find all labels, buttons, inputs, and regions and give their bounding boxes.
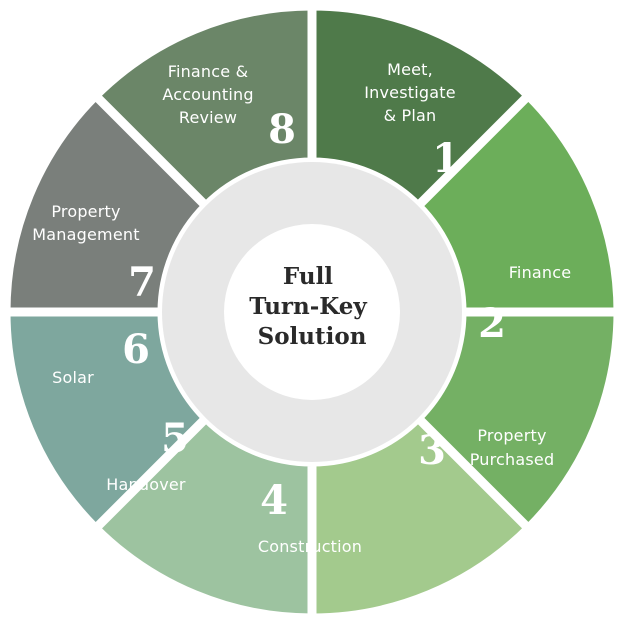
segment-label-line: Management [32, 225, 139, 244]
segment-6-label: Solar [52, 368, 94, 387]
segment-label-line: Property [51, 202, 120, 221]
segment-5-label: Handover [106, 475, 186, 494]
segment-label-line: Purchased [470, 450, 555, 469]
segment-label-line: Solar [52, 368, 94, 387]
segment-3-number: 3 [418, 427, 446, 474]
segment-6-number: 6 [122, 326, 150, 373]
segment-label-line: Property [477, 426, 546, 445]
segment-2-label: Finance [509, 263, 572, 282]
segment-label-line: & Plan [384, 106, 437, 125]
segment-4-label: Construction [258, 537, 362, 556]
segment-label-line: Meet, [387, 60, 433, 79]
segment-label-line: Accounting [162, 85, 253, 104]
center-title-line: Full [283, 263, 333, 290]
segment-1-number: 1 [432, 135, 460, 182]
center-title: Full Turn-Key Solution [249, 263, 375, 350]
segment-label-line: Finance [509, 263, 572, 282]
center-title-line: Turn-Key [249, 293, 367, 320]
segment-label-line: Review [179, 108, 237, 127]
segment-label-line: Finance & [168, 62, 249, 81]
segment-2-number: 2 [478, 300, 506, 347]
center-title-line: Solution [258, 323, 367, 350]
segment-5-number: 5 [161, 415, 189, 462]
segment-label-line: Handover [106, 475, 186, 494]
segment-7-number: 7 [128, 259, 156, 306]
segment-4-number: 4 [260, 477, 288, 524]
segment-1-label: Meet, Investigate & Plan [364, 60, 456, 125]
segment-label-line: Construction [258, 537, 362, 556]
segment-label-line: Investigate [364, 83, 456, 102]
segment-8-number: 8 [268, 106, 296, 153]
center-disc [224, 224, 400, 400]
